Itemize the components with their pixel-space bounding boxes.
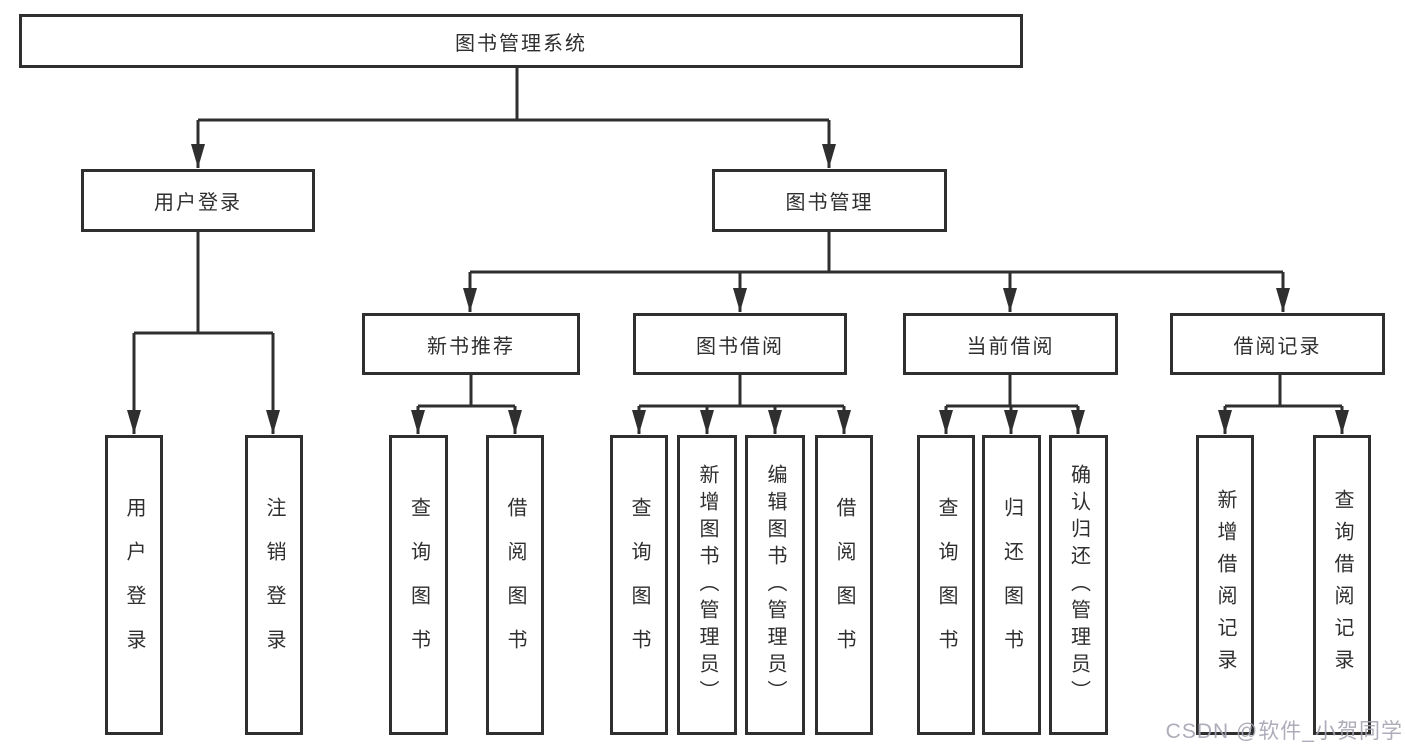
node-user-login: 用户登录 — [81, 169, 315, 232]
leaf-edit-books-admin: 编辑图书（管理员） — [745, 435, 805, 735]
leaf-borrow-books: 借阅图书 — [815, 435, 873, 735]
leaf-query-books-current: 查询图书 — [917, 435, 975, 735]
leaf-label: 新增借阅记录 — [1214, 489, 1236, 681]
leaf-user-login: 用户登录 — [105, 435, 163, 735]
leaf-label: 归还图书 — [1000, 497, 1023, 673]
leaf-label: 新增图书（管理员） — [696, 463, 718, 707]
leaf-return-books: 归还图书 — [982, 435, 1041, 735]
leaf-label: 查询图书 — [935, 497, 957, 673]
leaf-add-borrow-record: 新增借阅记录 — [1196, 435, 1254, 735]
node-borrow-records: 借阅记录 — [1170, 313, 1385, 375]
leaf-label: 注销登录 — [263, 497, 285, 673]
node-book-management: 图书管理 — [712, 169, 947, 232]
leaf-label: 借阅图书 — [833, 497, 855, 673]
leaf-add-books-admin: 新增图书（管理员） — [677, 435, 737, 735]
node-library-system: 图书管理系统 — [19, 14, 1023, 68]
leaf-query-borrow-record: 查询借阅记录 — [1313, 435, 1371, 735]
leaf-label: 编辑图书（管理员） — [764, 463, 786, 707]
node-book-borrow: 图书借阅 — [633, 313, 847, 375]
node-current-borrow: 当前借阅 — [903, 313, 1118, 375]
leaf-borrow-books-recommend: 借阅图书 — [486, 435, 544, 735]
leaf-label: 查询图书 — [407, 497, 430, 673]
leaf-label: 借阅图书 — [504, 497, 526, 673]
leaf-logout: 注销登录 — [245, 435, 303, 735]
leaf-query-books-borrow: 查询图书 — [610, 435, 668, 735]
leaf-label: 用户登录 — [123, 497, 145, 673]
leaf-label: 确认归还（管理员） — [1067, 463, 1090, 707]
leaf-confirm-return-admin: 确认归还（管理员） — [1049, 435, 1108, 735]
node-new-book-recommend: 新书推荐 — [362, 313, 580, 375]
leaf-query-books-recommend: 查询图书 — [389, 435, 448, 735]
leaf-label: 查询图书 — [628, 497, 650, 673]
leaf-label: 查询借阅记录 — [1331, 489, 1353, 681]
